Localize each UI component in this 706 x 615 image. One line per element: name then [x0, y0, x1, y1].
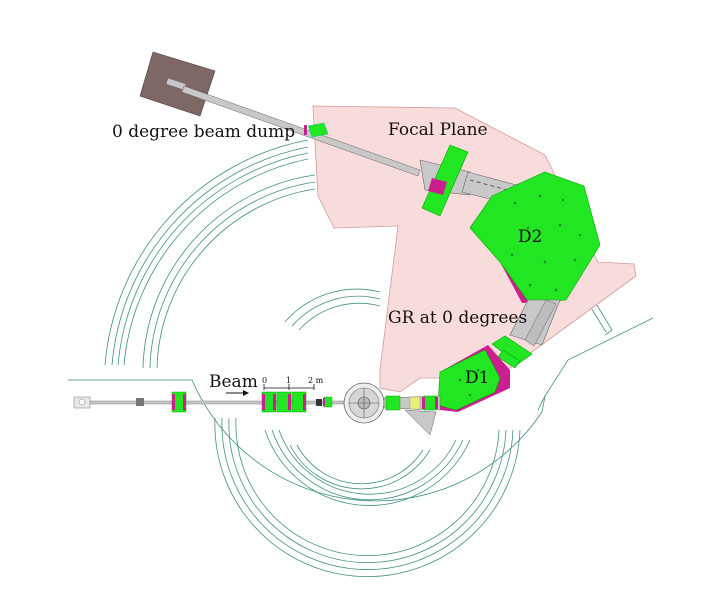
- scale-tick-2: 2 m: [308, 376, 324, 385]
- q-magnet-d1-d2: [491, 335, 533, 369]
- gr-entrance-line: [383, 395, 441, 436]
- beam-label: Beam: [209, 372, 258, 392]
- d1-magnet: [437, 345, 510, 412]
- scattering-chamber: [343, 382, 385, 424]
- gr-label: GR at 0 degrees: [388, 308, 527, 328]
- dipole-gap-chamber: [509, 299, 561, 347]
- arrow-right-icon: [226, 390, 249, 396]
- focal-plane-label: Focal Plane: [388, 120, 488, 140]
- scale-tick-0: 0: [262, 376, 267, 385]
- beamline: [73, 391, 379, 413]
- scale-bar: 0 1 2 m: [262, 376, 324, 390]
- shielding-walls: [68, 139, 654, 578]
- d1-label: D1: [465, 368, 489, 388]
- beam-dump-label: 0 degree beam dump: [112, 122, 295, 142]
- beam-dump: [139, 51, 421, 177]
- scale-tick-1: 1: [286, 376, 291, 385]
- d2-label: D2: [518, 227, 542, 247]
